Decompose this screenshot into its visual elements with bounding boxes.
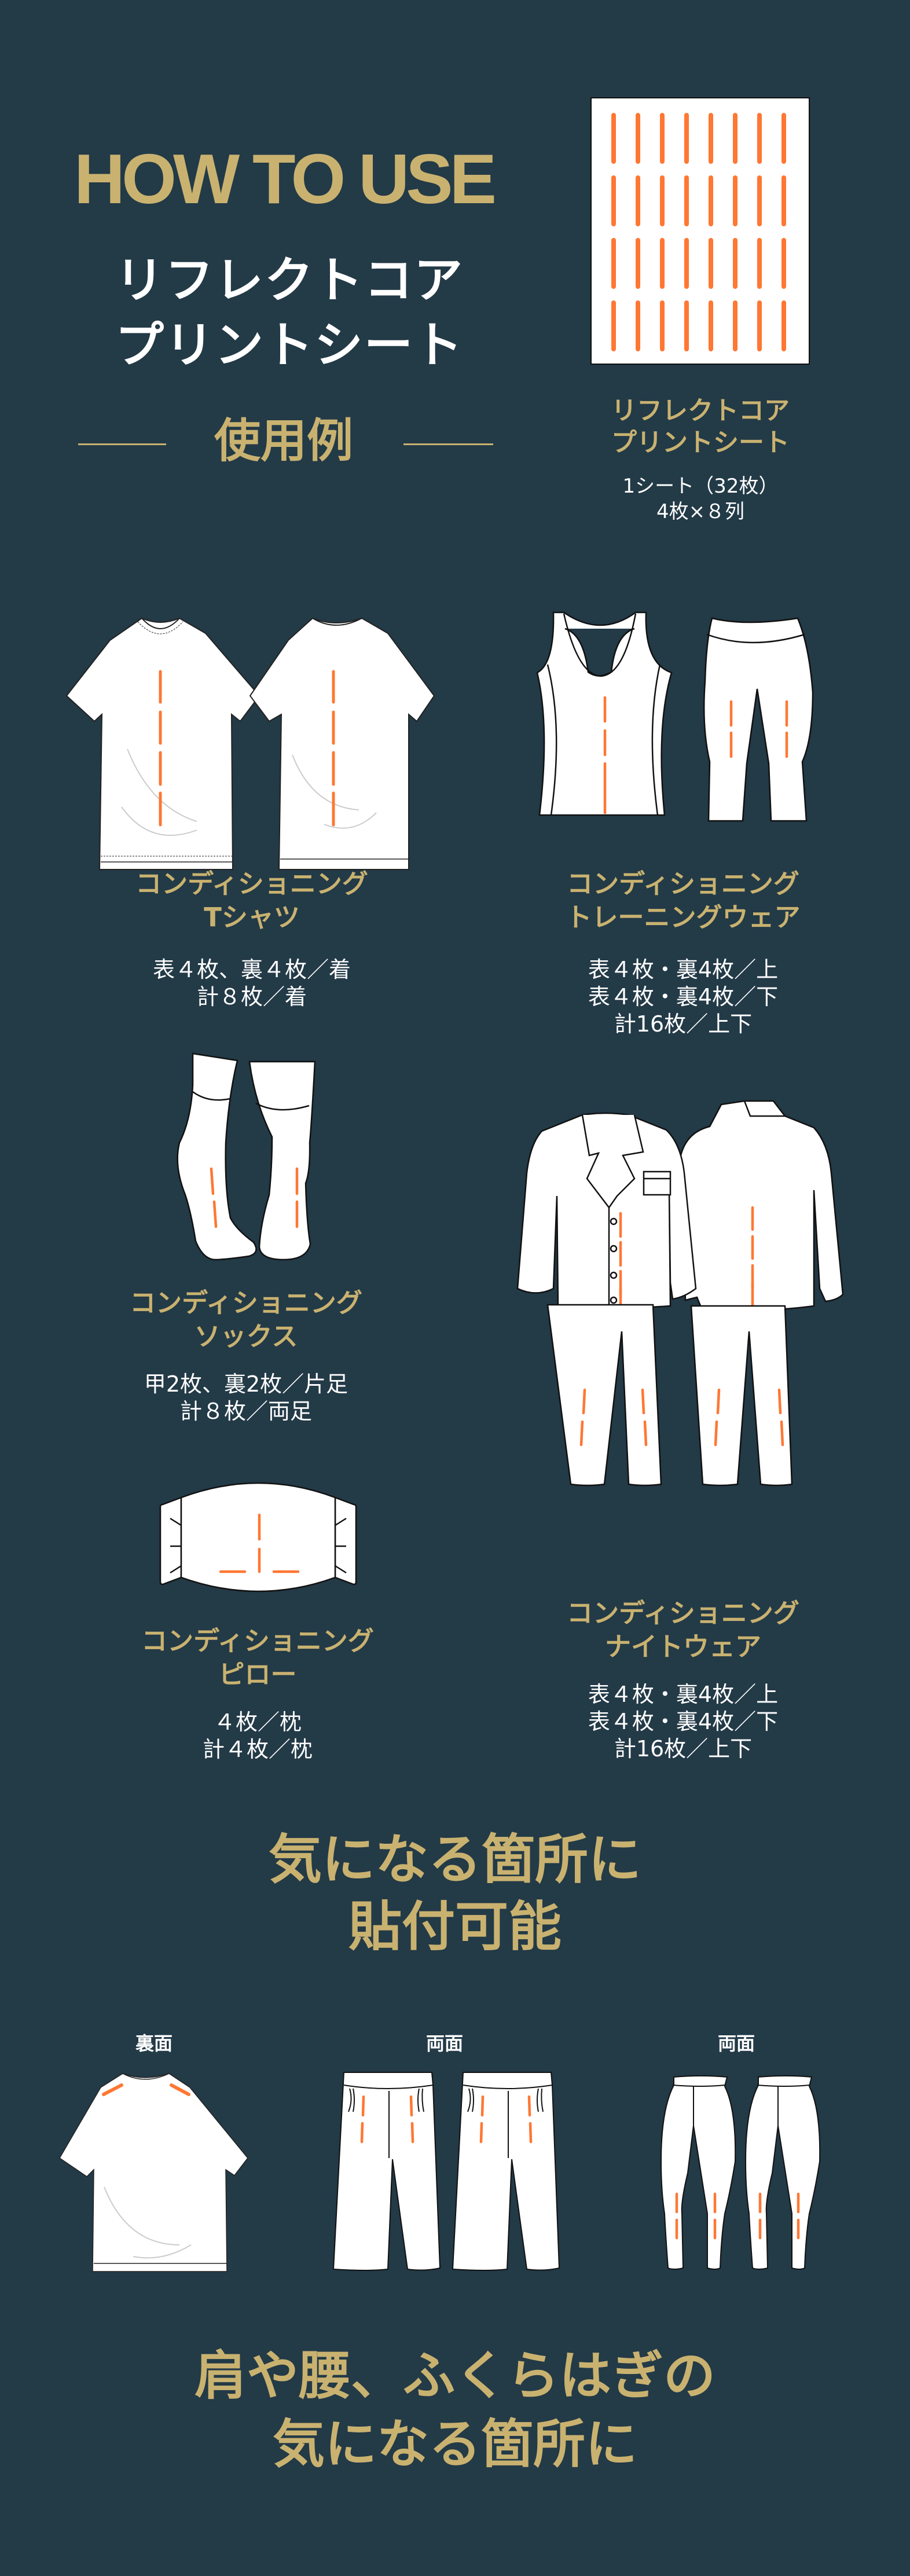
example-tshirt-title-line2: Tシャツ (204, 902, 300, 933)
tshirt-illustration (65, 617, 435, 870)
tshirt-back (249, 617, 435, 870)
example-socks: コンディショニング ソックス 甲2枚、裏2枚／片足 計８枚／両足 (81, 1286, 411, 1425)
sheet-count: 1シート（32枚） 4枚×８列 (579, 474, 822, 524)
divider-right (403, 443, 493, 445)
label-back-side: 裏面 (135, 2032, 173, 2054)
product-name: リフレクトコア プリントシート (81, 248, 498, 377)
example-socks-details: 甲2枚、裏2枚／片足 計８枚／両足 (81, 1371, 411, 1425)
example-socks-title-line1: コンディショニング (130, 1287, 362, 1318)
socks-stripes (210, 1167, 299, 1228)
product-name-line2: プリントシート (115, 317, 464, 373)
sheet-stripes (611, 113, 786, 351)
detail-line: 表４枚・裏4枚／上 (588, 1682, 779, 1707)
nightwear-illustration (516, 1100, 844, 1487)
socks-illustration (177, 1052, 316, 1261)
nightwear-pants-stripes (579, 1388, 784, 1447)
pillow-right-flap (334, 1496, 357, 1586)
pillow-stripes (219, 1513, 300, 1573)
example-pillow-title: コンディショニング ピロー (93, 1624, 423, 1691)
pants-front (332, 2072, 441, 2271)
pillow-illustration (159, 1482, 357, 1592)
sheet-count-line2: 4枚×８列 (656, 500, 745, 523)
leggings-front (660, 2075, 736, 2270)
sheet-name-line2: プリントシート (611, 428, 790, 457)
example-tshirt-details: 表４枚、裏４枚／着 計８枚／着 (87, 956, 417, 1011)
detail-line: ４枚／枕 (213, 1709, 302, 1735)
footer-headline: 肩や腰、ふくらはぎの 気になる箇所に (0, 2342, 910, 2479)
example-nightwear: コンディショニング ナイトウェア 表４枚・裏4枚／上 表４枚・裏4枚／下 計16… (521, 1597, 845, 1763)
pants-back (452, 2072, 560, 2271)
detail-line: 計８枚／両足 (179, 1399, 312, 1424)
sheet-name-line1: リフレクトコア (611, 396, 790, 425)
nightwear-pants-back (690, 1305, 793, 1487)
leggings-back (744, 2075, 821, 2270)
example-nightwear-details: 表４枚・裏4枚／上 表４枚・裏4枚／下 計16枚／上下 (521, 1681, 845, 1763)
example-training-wear-details: 表４枚・裏4枚／上 表４枚・裏4枚／下 計16枚／上下 (521, 956, 845, 1038)
nightwear-pants-front (546, 1304, 662, 1487)
example-pillow-title-line2: ピロー (218, 1659, 297, 1690)
sheet-count-line1: 1シート（32枚） (622, 475, 779, 498)
nightwear-jacket-front (516, 1112, 697, 1311)
example-pillow-title-line1: コンディショニング (141, 1625, 374, 1656)
example-training-wear-title-line2: トレーニングウェア (566, 902, 801, 933)
placement-headline-line1: 気になる箇所に (268, 1829, 641, 1891)
example-pillow-details: ４枚／枕 計４枚／枕 (93, 1709, 423, 1763)
sock-left (177, 1052, 257, 1261)
shoulder-stripes (102, 2083, 190, 2096)
footer-line1: 肩や腰、ふくらはぎの (195, 2346, 715, 2406)
training-wear-illustration (536, 611, 814, 822)
placement-headline-line2: 貼付可能 (348, 1896, 562, 1958)
detail-line: 表４枚、裏４枚／着 (152, 957, 351, 982)
detail-line: 表４枚・裏4枚／下 (588, 1709, 779, 1734)
leggings-stripes (729, 700, 788, 758)
example-training-wear: コンディショニング トレーニングウェア 表４枚・裏4枚／上 表４枚・裏4枚／下 … (521, 867, 845, 1038)
pants-placement (332, 2072, 560, 2271)
detail-line: 表４枚・裏4枚／下 (588, 984, 779, 1010)
example-nightwear-title: コンディショニング ナイトウェア (521, 1597, 845, 1664)
label-both-sides-pants: 両面 (425, 2032, 463, 2054)
pillow-left-flap (159, 1496, 182, 1586)
detail-line: 計16枚／上下 (614, 1736, 753, 1762)
tshirt-back-placement (59, 2073, 248, 2272)
example-tshirt-title: コンディショニング Tシャツ (87, 867, 417, 934)
detail-line: 計８枚／着 (196, 984, 307, 1010)
example-socks-title: コンディショニング ソックス (81, 1286, 411, 1353)
example-training-wear-title: コンディショニング トレーニングウェア (521, 867, 845, 934)
example-tshirt-title-line1: コンディショニング (135, 868, 368, 899)
leggings-placement (660, 2075, 821, 2270)
detail-line: 計４枚／枕 (202, 1737, 313, 1762)
example-nightwear-title-line2: ナイトウェア (604, 1631, 761, 1662)
example-nightwear-title-line1: コンディショニング (567, 1598, 799, 1628)
detail-line: 計16枚／上下 (614, 1011, 753, 1037)
product-name-line1: リフレクトコア (115, 252, 464, 309)
nightwear-jacket-back (680, 1100, 844, 1311)
tshirt-front (65, 617, 260, 870)
example-training-wear-title-line1: コンディショニング (567, 868, 799, 899)
leggings (703, 617, 814, 822)
sheet-name: リフレクトコア プリントシート (579, 395, 822, 458)
section-label-usage: 使用例 (214, 414, 353, 468)
how-to-use-title: HOW TO USE (74, 140, 497, 218)
label-both-sides-leggings: 両面 (717, 2032, 755, 2054)
example-pillow: コンディショニング ピロー ４枚／枕 計４枚／枕 (93, 1624, 423, 1763)
leggings-calf-stripes (675, 2192, 800, 2240)
placement-headline: 気になる箇所に 貼付可能 (0, 1826, 910, 1961)
footer-line2: 気になる箇所に (273, 2414, 637, 2475)
example-socks-title-line2: ソックス (194, 1321, 298, 1352)
sock-right (248, 1061, 316, 1261)
print-sheet-illustration (590, 97, 810, 365)
detail-line: 甲2枚、裏2枚／片足 (144, 1371, 348, 1397)
divider-left (78, 443, 166, 445)
detail-line: 表４枚・裏4枚／上 (588, 957, 779, 982)
pants-waist-stripes (360, 2095, 533, 2144)
example-tshirt: コンディショニング Tシャツ 表４枚、裏４枚／着 計８枚／着 (87, 867, 417, 1011)
